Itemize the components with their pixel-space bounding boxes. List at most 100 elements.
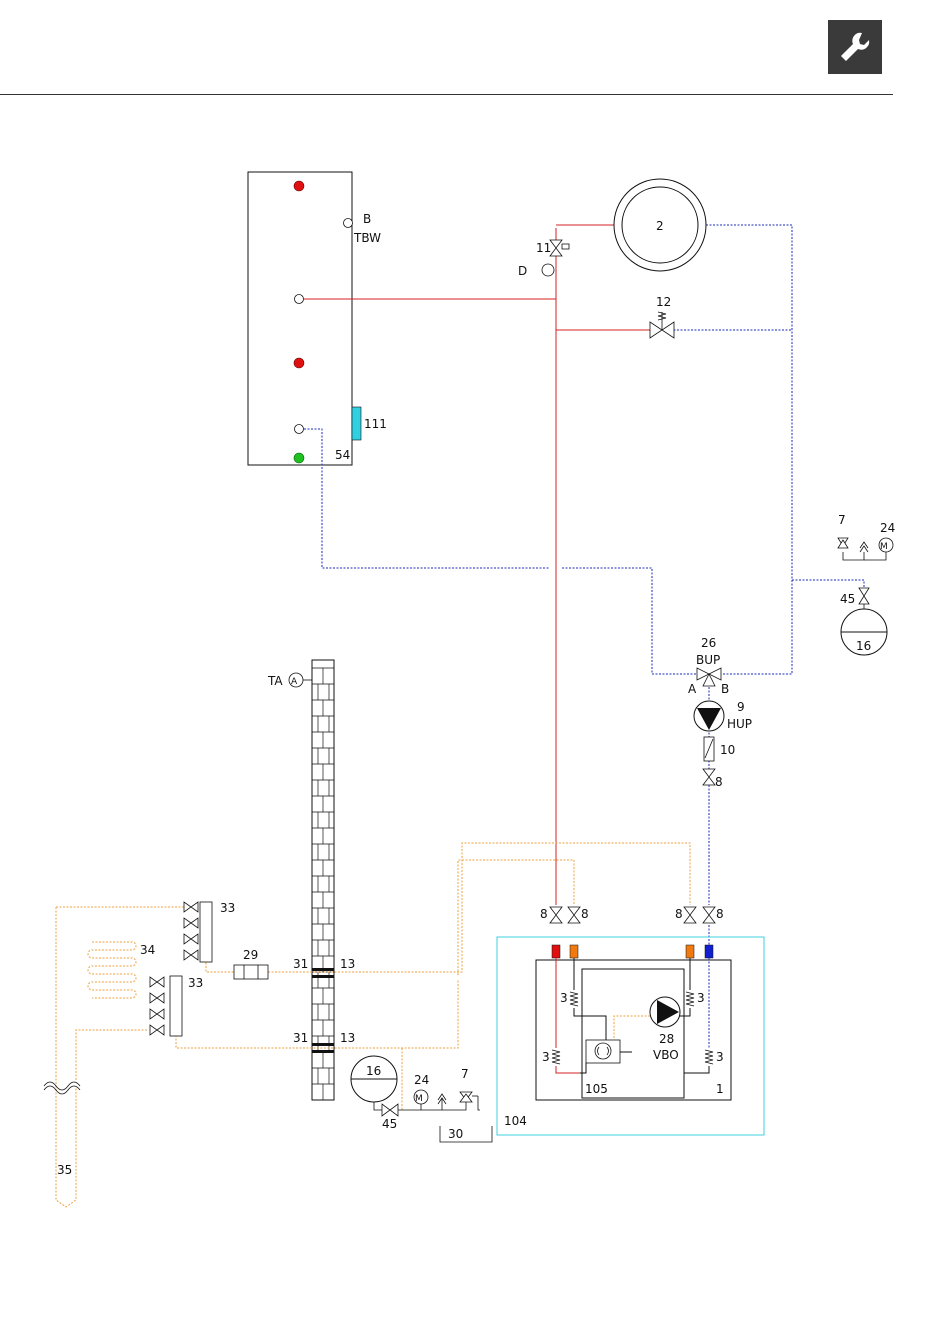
label-33-lower: 33 bbox=[188, 976, 203, 990]
label-35: 35 bbox=[57, 1163, 72, 1177]
valve-11 bbox=[550, 240, 569, 256]
label-3-b: 3 bbox=[697, 991, 705, 1005]
label-b: B bbox=[363, 212, 371, 226]
label-3-a: 3 bbox=[560, 991, 568, 1005]
expansion-vessel-16-heating: 16 bbox=[841, 609, 887, 655]
manifold-valve-lower-2 bbox=[150, 1009, 164, 1019]
label-45-brine: 45 bbox=[382, 1117, 397, 1131]
label-d: D bbox=[518, 264, 527, 278]
internal-pipes bbox=[556, 958, 709, 1073]
label-9: 9 bbox=[737, 700, 745, 714]
manifold-33-upper bbox=[184, 902, 212, 962]
building-wall bbox=[312, 660, 334, 1100]
label-12: 12 bbox=[656, 295, 671, 309]
manifold-valve-lower-0 bbox=[150, 977, 164, 987]
label-54: 54 bbox=[335, 448, 350, 462]
label-24-heating: 24 bbox=[880, 521, 895, 535]
tank-connection-flow bbox=[295, 295, 304, 304]
storage-tank: 111 54 B TBW bbox=[248, 172, 387, 465]
label-34: 34 bbox=[140, 943, 155, 957]
valve-8-heating bbox=[703, 769, 715, 785]
valve-8-3 bbox=[703, 907, 715, 923]
sensor-red-top bbox=[294, 181, 304, 191]
pipe-break-mark bbox=[44, 1082, 80, 1094]
label-11: 11 bbox=[536, 241, 551, 255]
brine-pump-28 bbox=[650, 997, 680, 1027]
return-pipes bbox=[304, 225, 864, 945]
label-8-return: 8 bbox=[716, 907, 724, 921]
label-8-heating: 8 bbox=[715, 775, 723, 789]
valve-8-1 bbox=[568, 907, 580, 923]
expansion-vessel-16-brine: 16 bbox=[351, 1056, 397, 1102]
sensor-green bbox=[294, 453, 304, 463]
label-24-brine: 24 bbox=[414, 1073, 429, 1087]
manometer-symbol: M bbox=[880, 542, 888, 552]
overflow-valve-12 bbox=[650, 312, 674, 338]
tank-connection-return bbox=[295, 425, 304, 434]
label-111: 111 bbox=[364, 417, 387, 431]
diverter-valve-26 bbox=[697, 668, 721, 686]
label-tbw: TBW bbox=[353, 231, 381, 245]
label-16-heating: 16 bbox=[856, 639, 871, 653]
label-31-upper: 31 bbox=[293, 957, 308, 971]
fill-point-d bbox=[542, 264, 554, 276]
manifold-valve-lower-1 bbox=[150, 993, 164, 1003]
label-13-upper: 13 bbox=[340, 957, 355, 971]
label-8-brine-out: 8 bbox=[675, 907, 683, 921]
buffer-vessel-2: 2 bbox=[614, 179, 706, 271]
label-3-d: 3 bbox=[716, 1050, 724, 1064]
label-45-heating: 45 bbox=[840, 592, 855, 606]
label-29: 29 bbox=[243, 948, 258, 962]
ta-symbol: A bbox=[291, 677, 298, 687]
label-8-brine-in: 8 bbox=[581, 907, 589, 921]
heater-111 bbox=[352, 407, 361, 440]
valve-45-brine bbox=[382, 1104, 398, 1116]
label-13-lower: 13 bbox=[340, 1031, 355, 1045]
sensor-red-mid bbox=[294, 358, 304, 368]
label-105: 105 bbox=[585, 1082, 608, 1096]
shutoff-valves-8 bbox=[550, 907, 715, 923]
label-vbo: VBO bbox=[653, 1048, 679, 1062]
manifold-valve-upper-2 bbox=[184, 934, 198, 944]
label-7-brine: 7 bbox=[461, 1067, 469, 1081]
manifold-33-lower bbox=[150, 976, 182, 1036]
compressor bbox=[586, 1040, 620, 1063]
boundary-104 bbox=[497, 937, 764, 1135]
label-26: 26 bbox=[701, 636, 716, 650]
heat-pump-unit-1 bbox=[536, 960, 731, 1100]
label-ta: TA bbox=[267, 674, 283, 688]
pump-9-hup bbox=[694, 701, 724, 731]
label-104: 104 bbox=[504, 1114, 527, 1128]
port-brine-out bbox=[686, 945, 694, 958]
port-brine-in bbox=[570, 945, 578, 958]
label-16-brine: 16 bbox=[366, 1064, 381, 1078]
label-31-lower: 31 bbox=[293, 1031, 308, 1045]
port-flow bbox=[552, 945, 560, 958]
label-port-b: B bbox=[721, 682, 729, 696]
manifold-valve-upper-1 bbox=[184, 918, 198, 928]
manometer-brine-symbol: M bbox=[415, 1094, 423, 1104]
label-28: 28 bbox=[659, 1032, 674, 1046]
manifold-valve-upper-0 bbox=[184, 902, 198, 912]
label-33-upper: 33 bbox=[220, 901, 235, 915]
label-7-heating: 7 bbox=[838, 513, 846, 527]
label-bup: BUP bbox=[696, 653, 720, 667]
manifold-valve-upper-3 bbox=[184, 950, 198, 960]
sensor-tbw bbox=[344, 219, 353, 228]
brine-filter-29 bbox=[234, 965, 268, 979]
brine-pipes bbox=[56, 843, 690, 1207]
label-2: 2 bbox=[656, 219, 664, 233]
valve-8-0 bbox=[550, 907, 562, 923]
flow-pipes bbox=[304, 225, 650, 905]
label-8-flow: 8 bbox=[540, 907, 548, 921]
label-port-a: A bbox=[688, 682, 697, 696]
valve-8-2 bbox=[684, 907, 696, 923]
port-return bbox=[705, 945, 713, 958]
label-1: 1 bbox=[716, 1082, 724, 1096]
label-30: 30 bbox=[448, 1127, 463, 1141]
label-10: 10 bbox=[720, 743, 735, 757]
pressure-sensors-3 bbox=[552, 992, 713, 1064]
label-hup: HUP bbox=[727, 717, 752, 731]
